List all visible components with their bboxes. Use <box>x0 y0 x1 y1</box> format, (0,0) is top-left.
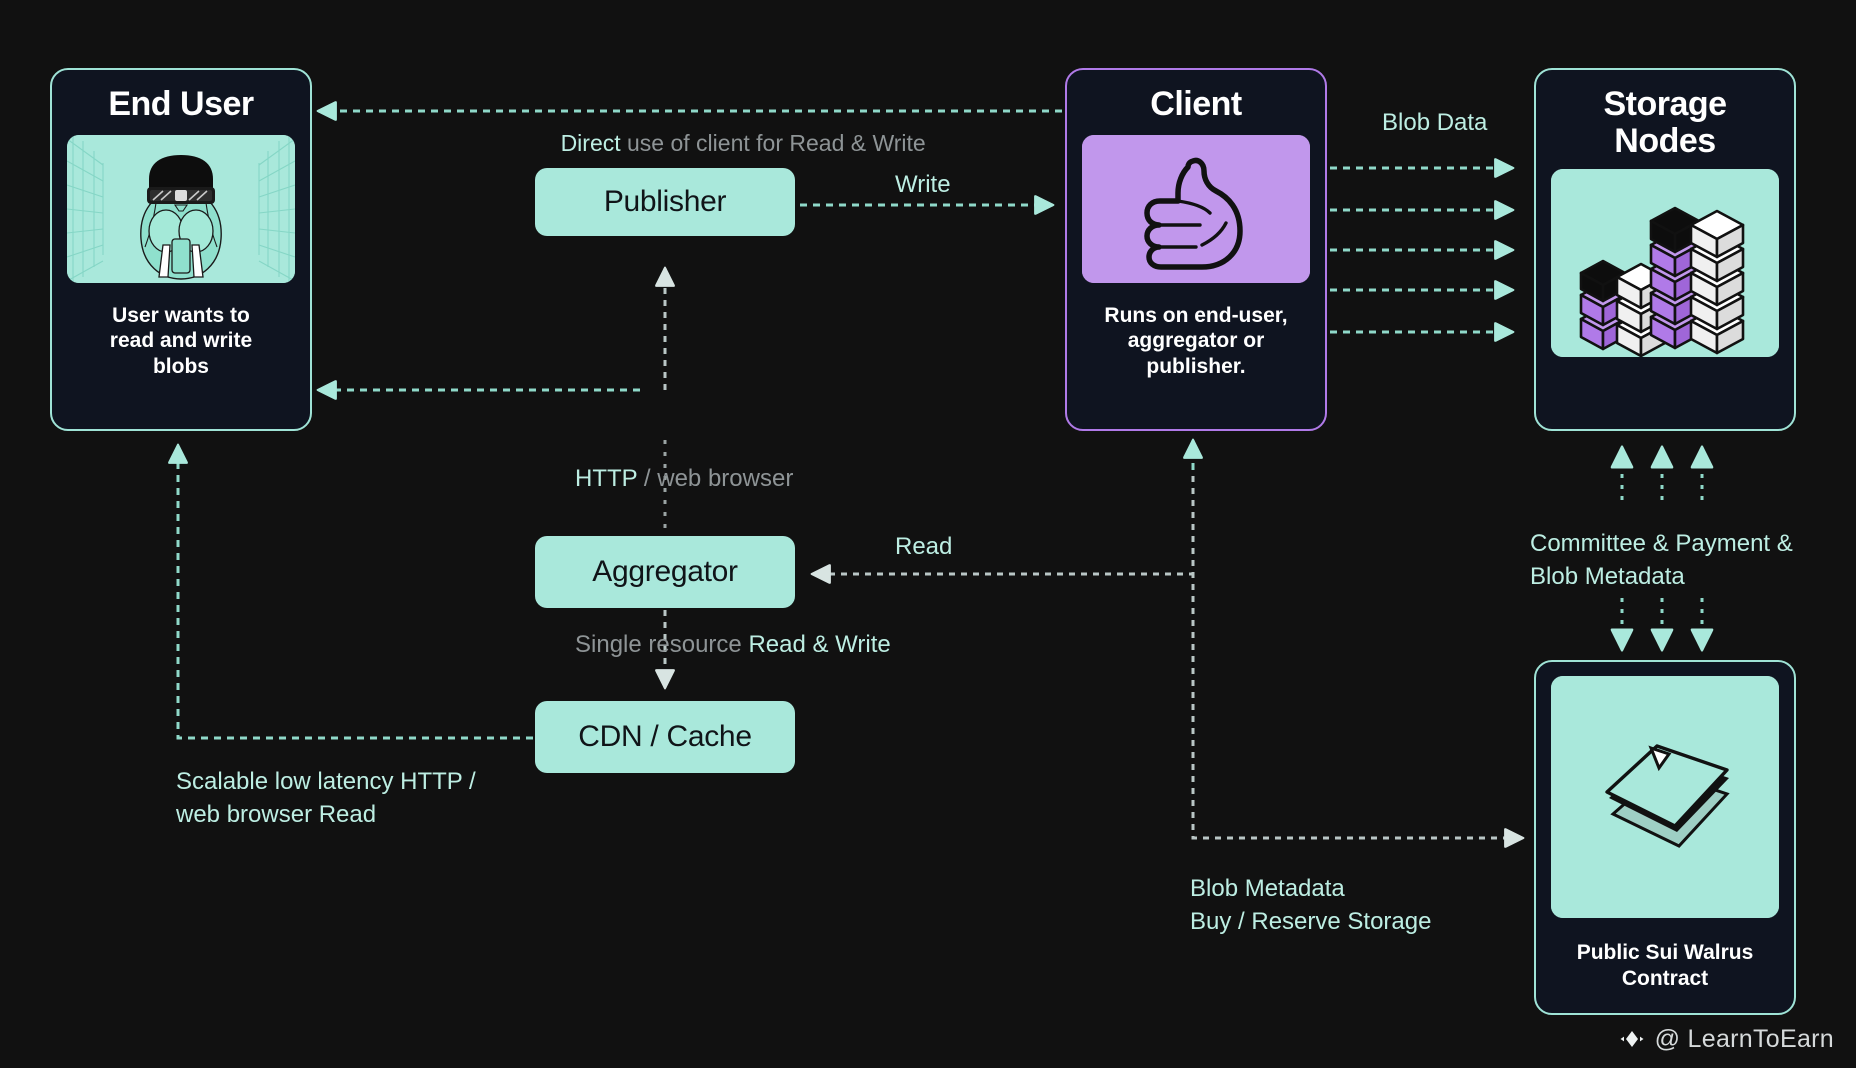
label-direct-use: Direct use of client for Read & Write <box>535 96 926 191</box>
node-client[interactable]: Client Runs on end-user, aggregator or p… <box>1065 68 1327 431</box>
server-cubes-icon <box>1551 169 1779 358</box>
label-read-write-accent: Read & Write <box>748 630 891 658</box>
publisher-label: Publisher <box>603 185 727 218</box>
node-cdn-cache[interactable]: CDN / Cache <box>535 701 795 773</box>
node-aggregator[interactable]: Aggregator <box>535 536 795 608</box>
watermark: @ LearnToEarn <box>1618 1025 1834 1054</box>
documents-icon <box>1551 676 1779 918</box>
cdn-cache-label: CDN / Cache <box>578 720 752 753</box>
node-storage-nodes[interactable]: Storage Nodes <box>1534 68 1796 431</box>
node-sui-contract[interactable]: Public Sui Walrus Contract <box>1534 660 1796 1015</box>
edge-cdn-to-end-user <box>168 443 533 740</box>
client-caption: Runs on end-user, aggregator or publishe… <box>1104 303 1288 378</box>
label-scalable-read: Scalable low latency HTTP / web browser … <box>176 768 476 829</box>
end-user-caption: User wants to read and write blobs <box>109 303 253 378</box>
label-blob-metadata-buy: Blob Metadata Buy / Reserve Storage <box>1190 875 1432 936</box>
watermark-text: @ LearnToEarn <box>1654 1025 1834 1053</box>
diamond-sparkle-icon <box>1620 1030 1644 1047</box>
label-http-accent: HTTP <box>575 465 638 493</box>
label-blob-data: Blob Data <box>1382 109 1488 136</box>
edge-client-to-contract <box>1191 440 1525 848</box>
client-title: Client <box>1150 85 1242 123</box>
label-http-web-browser: HTTP / web browser Single resource Read … <box>535 363 891 760</box>
sui-contract-caption: Public Sui Walrus Contract <box>1576 941 1754 990</box>
storage-nodes-title: Storage Nodes <box>1603 85 1727 160</box>
label-read: Read <box>895 533 953 560</box>
label-http-rest: / web browser <box>637 465 794 493</box>
label-committee-payment: Committee & Payment & Blob Metadata <box>1530 530 1793 591</box>
label-direct-rest: use of client for Read & Write <box>620 129 926 156</box>
end-user-title: End User <box>108 85 254 123</box>
thumbs-up-icon <box>1082 134 1310 283</box>
node-end-user[interactable]: End User <box>50 68 312 431</box>
walrus-icon <box>67 134 295 283</box>
aggregator-label: Aggregator <box>592 555 738 588</box>
label-single-resource: Single resource <box>575 630 749 658</box>
node-publisher[interactable]: Publisher <box>535 168 795 236</box>
label-write: Write <box>895 171 951 198</box>
label-direct-accent: Direct <box>560 129 621 156</box>
